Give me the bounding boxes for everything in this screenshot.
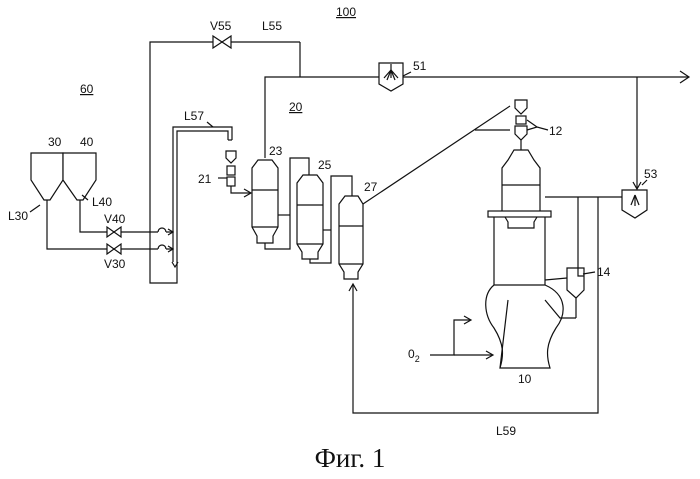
label-L59: L59 <box>496 424 516 438</box>
hopper-30 <box>31 153 63 200</box>
label-20: 20 <box>289 100 303 114</box>
figure-caption: Фиг. 1 <box>0 443 700 474</box>
label-V40: V40 <box>104 212 126 226</box>
oxygen-inlet <box>430 316 493 359</box>
label-o2: 02 <box>408 347 420 364</box>
melter-gasifier-10 <box>486 285 563 368</box>
cyclone-51 <box>379 63 403 91</box>
label-23: 23 <box>269 144 283 158</box>
label-30: 30 <box>48 135 62 149</box>
main-gas-line <box>265 42 689 158</box>
label-100: 100 <box>336 5 356 19</box>
label-12: 12 <box>549 124 563 138</box>
label-27: 27 <box>364 180 378 194</box>
reactor-27 <box>339 196 363 279</box>
label-25: 25 <box>318 158 332 172</box>
label-V30: V30 <box>104 257 126 271</box>
label-o2-sub: 2 <box>415 354 420 364</box>
reactor-25 <box>297 175 323 259</box>
feeder-12 <box>515 100 537 150</box>
feeder-21 <box>218 151 251 197</box>
line-L57 <box>172 127 232 267</box>
label-10: 10 <box>518 372 532 386</box>
valve-V30 <box>107 244 121 254</box>
valve-V40 <box>107 227 121 237</box>
cyclone-53 <box>622 190 647 218</box>
label-60: 60 <box>80 82 94 96</box>
label-L57: L57 <box>184 109 204 123</box>
reactor-23 <box>252 160 278 243</box>
label-21: 21 <box>198 172 212 186</box>
label-40: 40 <box>80 135 94 149</box>
label-V55: V55 <box>210 19 232 33</box>
offgas-line-to-12 <box>363 106 510 204</box>
label-14: 14 <box>597 265 611 279</box>
label-L55: L55 <box>262 19 282 33</box>
label-53: 53 <box>644 167 658 181</box>
label-51: 51 <box>413 59 427 73</box>
line-crossings <box>150 228 173 252</box>
valve-V55 <box>213 36 231 48</box>
label-L40: L40 <box>92 195 112 209</box>
label-L30: L30 <box>8 209 28 223</box>
hopper-40 <box>63 153 96 200</box>
